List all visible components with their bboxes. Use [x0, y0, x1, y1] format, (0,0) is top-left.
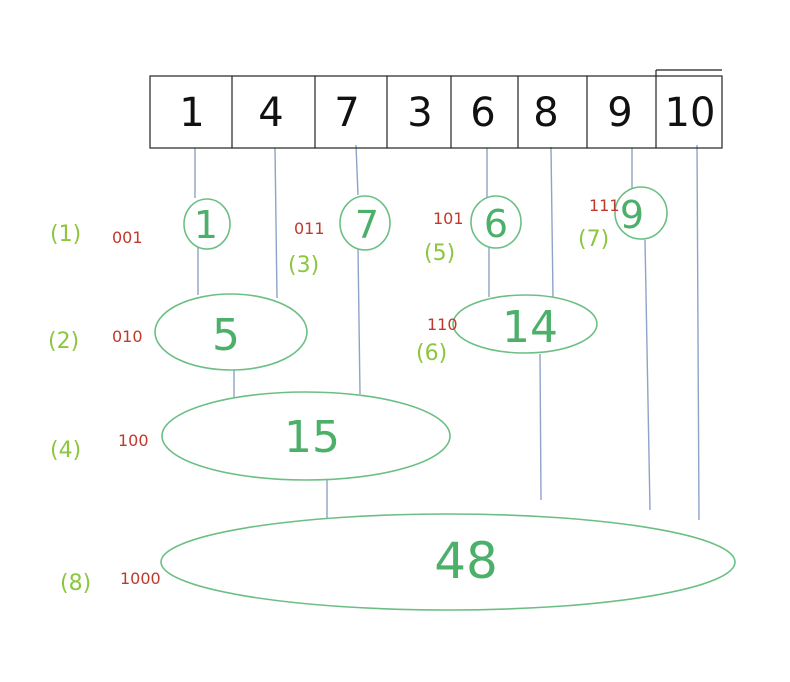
node-value-3: 7 [355, 203, 379, 247]
binary-label-3: 011 [294, 219, 325, 238]
array-cell-3: 7 [334, 90, 359, 136]
binary-label-2: 010 [112, 327, 143, 346]
index-label-8: (8) [60, 571, 91, 596]
node-value-7: 9 [620, 193, 644, 237]
node-value-1: 1 [194, 203, 218, 247]
binary-label-1: 001 [112, 228, 143, 247]
array-cell-6: 8 [533, 90, 558, 136]
array-frame [149, 75, 723, 149]
binary-label-7: 111 [589, 196, 620, 215]
node-circle-1 [183, 198, 231, 250]
index-label-1: (1) [50, 222, 81, 247]
connector-a2-n2 [274, 147, 278, 299]
index-label-6: (6) [416, 341, 447, 366]
node-value-8: 48 [434, 532, 498, 590]
connector-a8-n8 [696, 144, 700, 521]
binary-label-8: 1000 [120, 569, 161, 588]
array-cell-2: 4 [258, 90, 283, 136]
index-label-7: (7) [578, 227, 609, 252]
binary-labels: 001 011 101 111 010 110 100 1000 [112, 196, 620, 588]
node-circle-5 [470, 195, 522, 249]
node-circle-7 [614, 186, 668, 240]
binary-label-6: 110 [427, 315, 458, 334]
connector-a3-n3 [355, 144, 359, 196]
connector-n6-n8 [539, 353, 542, 501]
node-value-2: 5 [212, 310, 240, 361]
node-circle-3 [339, 195, 391, 251]
binary-label-4: 100 [118, 431, 149, 450]
connector-n3-n7 [357, 247, 361, 395]
node-ellipse-4 [161, 391, 451, 481]
array-cell-7: 9 [607, 90, 632, 136]
array-cell-1: 1 [179, 90, 204, 136]
index-label-4: (4) [50, 438, 81, 463]
array-cell-5: 6 [470, 90, 495, 136]
index-label-5: (5) [424, 241, 455, 266]
node-ellipse-8 [160, 513, 736, 611]
node-ellipse-2 [154, 293, 308, 371]
node-ellipse-6 [452, 294, 598, 354]
node-value-6: 14 [502, 302, 558, 353]
index-label-2: (2) [48, 329, 79, 354]
index-labels: (1) (3) (5) (7) (2) (6) (4) (8) [48, 222, 609, 596]
binary-label-5: 101 [433, 209, 464, 228]
index-label-3: (3) [288, 253, 319, 278]
array-cell-4: 3 [407, 90, 432, 136]
tree-nodes [154, 186, 736, 611]
connector-n7b-n8 [644, 239, 651, 511]
array-cell-8: 10 [665, 90, 716, 136]
array-row [149, 69, 723, 149]
connector-a6-n6 [550, 146, 554, 299]
node-value-5: 6 [484, 202, 508, 246]
node-values: 1 7 6 9 5 14 15 48 [194, 193, 644, 590]
connector-lines [194, 144, 700, 521]
node-value-4: 15 [284, 412, 340, 463]
array-values: 1 4 7 3 6 8 9 10 [179, 90, 715, 136]
